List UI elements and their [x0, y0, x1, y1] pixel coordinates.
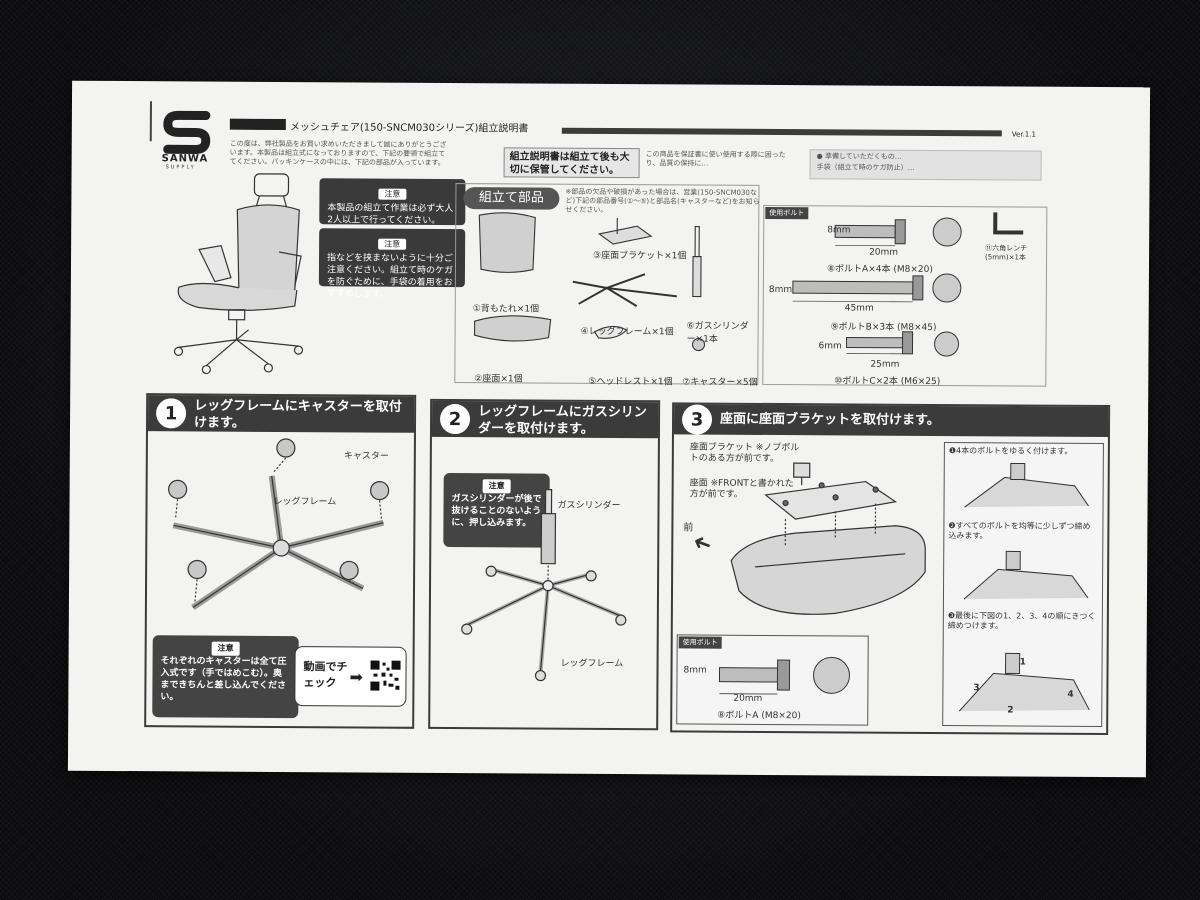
- caution-text: 指などを挟まないように十分ご注意ください。組立て時のケガを防ぐために、手袋の着用…: [326, 253, 454, 300]
- keep-detail: この商品を保証書に使い使用する際に困ったり、品質の保持に…: [645, 150, 786, 168]
- step-title: レッグフレームにキャスターを取付けます。: [193, 398, 402, 431]
- bolt-b-len: 45mm: [844, 303, 874, 314]
- wrench-label: ⑪六角レンチ(5mm)×1本: [985, 244, 1028, 262]
- seat-bracket-drawing: [730, 462, 926, 615]
- arrow-right-icon: ➡: [349, 667, 363, 687]
- qr-code-icon[interactable]: [369, 659, 402, 692]
- part-label-5: ⑤ヘッドレスト×1個: [588, 376, 673, 388]
- title-bar-block: [229, 118, 286, 131]
- divider: [149, 101, 152, 142]
- caster-icon: [370, 480, 390, 501]
- caution-tag: 注意: [378, 238, 407, 250]
- chair-illustration: [173, 173, 304, 375]
- caution-box-1: 注意 本製品の組立て作業は必ず大人2人以上で行ってください。: [319, 178, 466, 226]
- substep-3-drawing: [958, 652, 1090, 712]
- instruction-sheet: SANWA SUPPLY メッシュチェア(150-SNCM030シリーズ)組立説…: [67, 80, 1151, 778]
- step-number: 2: [439, 403, 471, 435]
- step-3-bolt-box: 使用ボルト 8mm 20mm ⑧ボルトA (M8×20): [676, 634, 869, 726]
- part-label-2: ②座面×1個: [474, 374, 523, 385]
- caster-icon: [187, 559, 207, 580]
- part-label-4: ④レッグフレーム×1個: [580, 326, 674, 338]
- caster-icon: [691, 337, 706, 352]
- step-1-panel: 1 レッグフレームにキャスターを取付けます。 キャスター レッグフレーム 注意: [144, 393, 417, 729]
- step-3-panel: 3 座面に座面ブラケットを取付けます。 座面ブラケット ※ノブボルトのある方が前…: [670, 402, 1111, 736]
- version-label: Ver.1.1: [1011, 130, 1036, 139]
- bolt-dia: 8mm: [683, 665, 707, 676]
- leg-frame-caster-drawing: [168, 438, 390, 610]
- step-number: 1: [155, 398, 187, 429]
- part-label-1: ①背もたれ×1個: [472, 304, 540, 315]
- step-title: レッグフレームにガスシリンダーを取付けます。: [477, 404, 647, 437]
- caution-text: 本製品の組立て作業は必ず大人2人以上で行ってください。: [327, 203, 454, 226]
- bolt-c-icon: [845, 336, 904, 349]
- substep-2-drawing: [963, 550, 1089, 600]
- tightening-steps-box: ❶4本のボルトをゆるく付けます。 ❷すべてのボルトを均等に少しずつ締め込みます。…: [942, 442, 1104, 728]
- right-note-box: ● 準備していただくもの… 手袋（組立て時のケガ防止）…: [809, 149, 1042, 181]
- parts-heading: 組立て部品: [463, 187, 560, 210]
- substep-1-drawing: [964, 462, 1089, 508]
- bolt-len: 20mm: [733, 693, 763, 704]
- part-label-7: ⑦キャスター×5個: [682, 377, 758, 388]
- page-title: メッシュチェア(150-SNCM030シリーズ)組立説明書: [289, 122, 529, 135]
- front-label: 前: [683, 522, 694, 534]
- order-4: 4: [1067, 689, 1074, 700]
- caster-icon: [339, 560, 359, 581]
- leg-frame-label: レッグフレーム: [560, 658, 624, 670]
- gas-cylinder-label: ガスシリンダー: [557, 500, 621, 512]
- parts-drawings: [474, 212, 706, 352]
- video-label: 動画でチェック: [303, 660, 348, 690]
- backrest-icon: [478, 212, 536, 273]
- bolt-a-label: ⑧ボルトA×4本 (M8×20): [826, 264, 933, 275]
- substep-2: ❷すべてのボルトを均等に少しずつ締め込みます。: [948, 521, 1091, 541]
- right-note-2: 手袋（組立て時のケガ防止）…: [816, 163, 915, 172]
- order-2: 2: [1007, 705, 1014, 716]
- caster-label: キャスター: [343, 451, 389, 462]
- bolt-a-len: 20mm: [869, 247, 899, 258]
- leg-frame-icon: [572, 273, 677, 308]
- bolt-c-label: ⑩ボルトC×2本 (M6×25): [834, 376, 941, 388]
- leg-frame-label: レッグフレーム: [273, 496, 337, 508]
- intro-text: この度は、弊社製品をお買い求めいただきまして誠にありがとうございます。本製品は組…: [229, 139, 447, 167]
- gas-cylinder-drawing: [461, 489, 627, 682]
- bolt-b-dia: 8mm: [768, 284, 793, 296]
- bolt-c-len: 25mm: [870, 359, 900, 370]
- headrest-icon: [593, 325, 628, 339]
- gas-cylinder-icon: [692, 255, 702, 298]
- seat-icon: [474, 315, 552, 342]
- bolt-label: ⑧ボルトA (M8×20): [717, 710, 801, 722]
- substep-1: ❶4本のボルトをゆるく付けます。: [948, 446, 1073, 456]
- keep-notice: 組立説明書は組立て後も大切に保管してください。: [503, 147, 640, 179]
- caster-icon: [168, 479, 188, 499]
- part-label-6: ⑥ガスシリンダー×1本: [686, 321, 749, 345]
- order-1: 1: [1019, 657, 1026, 668]
- part-label-3: ③座面ブラケット×1個: [593, 250, 687, 262]
- bolt-drawings: [792, 217, 962, 357]
- hex-wrench-icon: [993, 212, 1024, 235]
- sanwa-logo-mark-icon: [163, 110, 211, 154]
- bolt-c-dia: 6mm: [818, 341, 842, 352]
- bolt-b-label: ⑨ボルトB×3本 (M8×45): [830, 322, 937, 333]
- warning-text: それぞれのキャスターは全て圧入式です（手ではめこむ）。奥まできちんと差し込んでく…: [160, 656, 287, 703]
- step-title: 座面に座面ブラケットを取付けます。: [720, 411, 940, 429]
- warning-tag: 注意: [211, 641, 240, 656]
- bolt-a-dia: 8mm: [827, 225, 851, 236]
- substep-3: ❸最後に下図の1、2、3、4の順にきつく締めつけます。: [947, 611, 1096, 631]
- brand-name: SANWA: [161, 153, 209, 165]
- caution-tag: 注意: [378, 188, 407, 200]
- title-rule: [561, 127, 1002, 137]
- step-2-panel: 2 レッグフレームにガスシリンダーを取付けます。 注意 ガスシリンダーが後で抜け…: [428, 398, 661, 731]
- bolt-a-icon: [718, 656, 850, 695]
- caster-icon: [276, 438, 296, 458]
- step-1-warning: 注意 それぞれのキャスターは全て圧入式です（手ではめこむ）。奥まできちんと差し込…: [152, 635, 299, 719]
- bolt-tag: 使用ボルト: [678, 636, 722, 649]
- video-check-box[interactable]: 動画でチェック ➡: [294, 646, 407, 707]
- sanwa-logo: SANWA SUPPLY: [160, 109, 216, 171]
- front-arrow-icon: ➜: [689, 528, 716, 558]
- step-number: 3: [681, 404, 713, 435]
- bracket-icon: [597, 225, 653, 245]
- caution-box-2: 注意 指などを挟まないように十分ご注意ください。組立て時のケガを防ぐために、手袋…: [318, 228, 466, 300]
- order-3: 3: [973, 683, 980, 694]
- bolt-b-icon: [792, 280, 914, 295]
